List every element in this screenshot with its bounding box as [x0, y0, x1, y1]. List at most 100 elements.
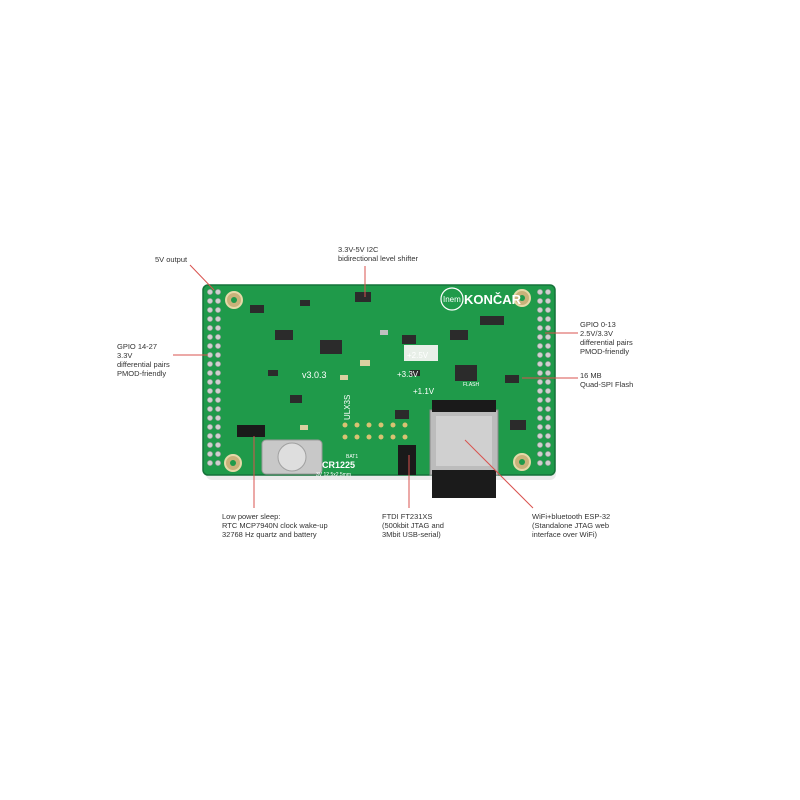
- label-ftdi: FTDI FT231XS (500kbit JTAG and 3Mbit USB…: [382, 512, 444, 539]
- gpio-pad: [207, 298, 213, 304]
- gpio-pad: [207, 442, 213, 448]
- gpio-pad: [537, 397, 543, 403]
- gpio-pad: [215, 424, 221, 430]
- gpio-pad: [215, 379, 221, 385]
- gpio-pad: [545, 361, 551, 367]
- gpio-pad: [537, 307, 543, 313]
- gpio-pad: [215, 307, 221, 313]
- gpio-pad: [537, 361, 543, 367]
- esp32-module: [429, 400, 499, 476]
- gpio-pad: [215, 433, 221, 439]
- gpio-pad: [537, 424, 543, 430]
- label-line: GPIO 14-27: [117, 342, 158, 351]
- label-line: 2.5V/3.3V: [580, 329, 613, 338]
- gpio-pad: [537, 316, 543, 322]
- gpio-pad: [215, 334, 221, 340]
- gpio-pad: [545, 442, 551, 448]
- label-line: Quad-SPI Flash: [580, 380, 634, 389]
- marking-11v: +1.1V: [413, 387, 435, 396]
- inem-logo: [440, 287, 464, 311]
- gpio-pad: [545, 397, 551, 403]
- gpio-pad: [207, 424, 213, 430]
- label-line: (500kbit JTAG and: [382, 521, 444, 530]
- marking-version: v3.0.3: [302, 370, 327, 380]
- label-line: 5V output: [155, 255, 188, 264]
- gpio-pad: [545, 433, 551, 439]
- usb-connector: [432, 470, 496, 498]
- gpio-pad: [215, 370, 221, 376]
- gpio-pad: [215, 415, 221, 421]
- label-line: differential pairs: [580, 338, 633, 347]
- gpio-pad: [545, 460, 551, 466]
- label-level-shifter: 3.3V-5V I2C bidirectional level shifter: [338, 245, 418, 263]
- gpio-pad: [537, 289, 543, 295]
- gpio-pad: [207, 460, 213, 466]
- gpio-pad: [215, 388, 221, 394]
- gpio-pad: [207, 289, 213, 295]
- gpio-pad: [537, 343, 543, 349]
- gpio-pad: [215, 298, 221, 304]
- mounting-holes: [224, 289, 531, 472]
- marking-33v: +3.3V: [397, 370, 419, 379]
- label-flash: 16 MB Quad-SPI Flash: [580, 371, 633, 389]
- label-line: WiFi+bluetooth ESP-32: [532, 512, 611, 521]
- gpio-pad: [537, 352, 543, 358]
- gpio-pad: [207, 352, 213, 358]
- label-line: 3.3V: [117, 351, 133, 360]
- label-line: (Standalone JTAG web: [532, 521, 609, 530]
- gpio-pad: [215, 343, 221, 349]
- gpio-pad: [537, 370, 543, 376]
- gpio-pad: [215, 451, 221, 457]
- gpio-pad: [545, 415, 551, 421]
- label-line: RTC MCP7940N clock wake-up: [222, 521, 328, 530]
- gpio-pad: [545, 352, 551, 358]
- label-esp32: WiFi+bluetooth ESP-32 (Standalone JTAG w…: [532, 512, 610, 539]
- gpio-pad: [545, 307, 551, 313]
- gpio-pad: [545, 289, 551, 295]
- marking-battery-size: 3V 12.5x2.5mm: [316, 472, 351, 478]
- marking-bat: BAT1: [346, 454, 358, 460]
- label-5v-output: 5V output: [155, 255, 187, 264]
- gpio-pad: [215, 442, 221, 448]
- gpio-pad: [545, 316, 551, 322]
- gpio-pad: [537, 451, 543, 457]
- gpio-pad: [545, 325, 551, 331]
- pcb: [203, 285, 555, 475]
- pin-header: [342, 422, 408, 440]
- marking-ulx: ULX3S: [343, 395, 352, 420]
- gpio-pad: [207, 325, 213, 331]
- gpio-pad: [207, 307, 213, 313]
- gpio-pad: [207, 406, 213, 412]
- gpio-pad: [545, 406, 551, 412]
- gpio-pad: [545, 388, 551, 394]
- marking-battery: CR1225: [322, 460, 355, 470]
- leader-lines: [173, 264, 578, 509]
- gpio-pad: [215, 316, 221, 322]
- label-line: 16 MB: [580, 371, 602, 380]
- gpio-pad: [537, 388, 543, 394]
- gpio-pad: [215, 397, 221, 403]
- gpio-pad: [537, 334, 543, 340]
- label-gpio-left: GPIO 14-27 3.3V differential pairs PMOD-…: [117, 342, 170, 378]
- label-line: 3.3V-5V I2C: [338, 245, 379, 254]
- label-line: differential pairs: [117, 360, 170, 369]
- gpio-right-header: [537, 289, 551, 466]
- smd-components: [237, 292, 526, 437]
- label-line: interface over WiFi): [532, 530, 598, 539]
- label-line: Low power sleep:: [222, 512, 281, 521]
- label-line: 3Mbit USB-serial): [382, 530, 441, 539]
- gpio-pad: [215, 460, 221, 466]
- gpio-pad: [545, 343, 551, 349]
- gpio-pad: [207, 334, 213, 340]
- label-line: PMOD-friendly: [580, 347, 630, 356]
- marking-flash: FLASH: [463, 382, 480, 388]
- gpio-pad: [545, 370, 551, 376]
- label-line: 32768 Hz quartz and battery: [222, 530, 317, 539]
- gpio-pad: [537, 379, 543, 385]
- gpio-pad: [207, 343, 213, 349]
- brand-logo: KONČAR: [464, 292, 522, 307]
- gpio-pad: [207, 433, 213, 439]
- gpio-pad: [545, 334, 551, 340]
- gpio-pad: [207, 388, 213, 394]
